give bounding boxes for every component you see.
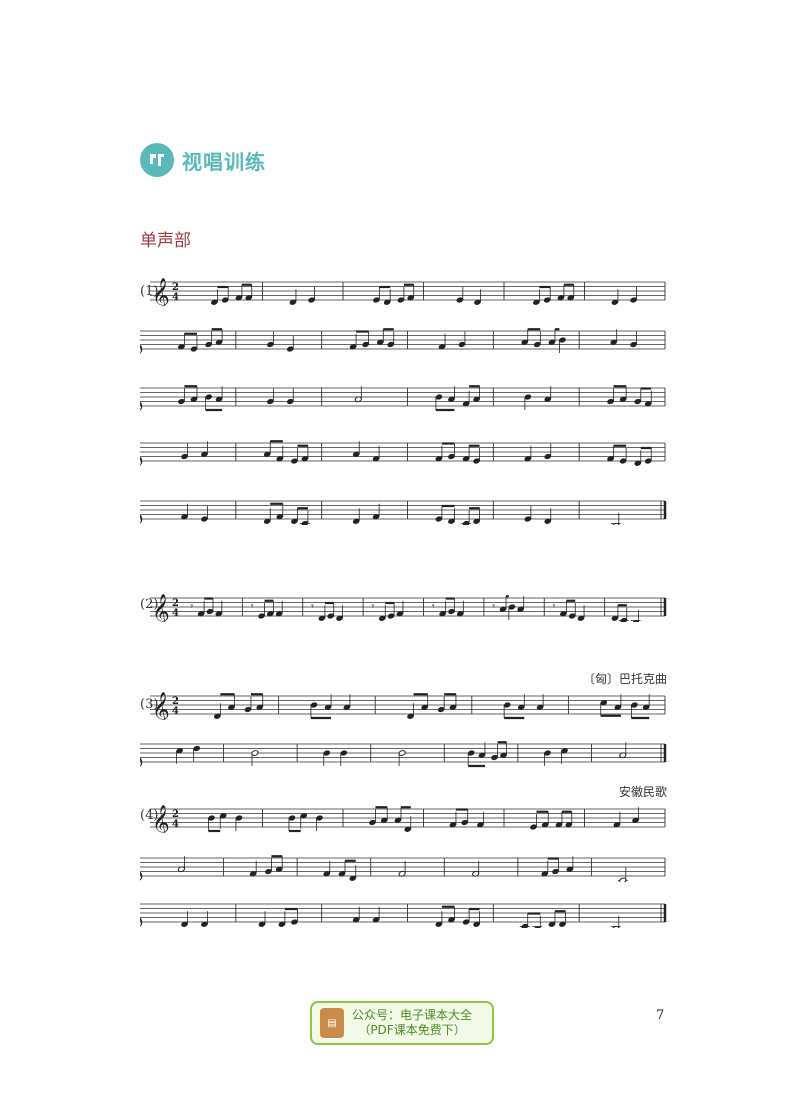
section-header: 视唱训练 bbox=[140, 142, 266, 178]
staff-9: 𝄞24 bbox=[150, 805, 666, 833]
rest-icon: 𝄾 bbox=[311, 600, 314, 613]
staff-2: 𝄞 bbox=[140, 327, 666, 355]
time-signature-bottom: 4 bbox=[172, 819, 179, 830]
time-signature-top: 2 bbox=[172, 282, 179, 293]
treble-clef-icon: 𝄞 bbox=[140, 854, 144, 882]
treble-clef-icon: 𝄞 bbox=[152, 692, 170, 720]
treble-clef-icon: 𝄞 bbox=[152, 594, 170, 622]
rest-icon: 𝄾 bbox=[432, 600, 435, 613]
page-number: 7 bbox=[656, 1008, 665, 1023]
staff-8: 𝄞 bbox=[140, 740, 667, 768]
time-signature-top: 2 bbox=[172, 696, 179, 707]
staff-4: 𝄞 bbox=[140, 439, 666, 467]
footer-text: 公众号：电子课本大全 （PDF课本免费下） bbox=[352, 1008, 472, 1038]
exercise-4-label: (4) bbox=[140, 808, 159, 823]
treble-clef-icon: 𝄞 bbox=[140, 439, 144, 467]
ear-icon bbox=[140, 143, 174, 177]
time-signature-bottom: 4 bbox=[172, 292, 179, 303]
staff-6: 𝄞24 𝄾 𝄾 𝄾 𝄾 𝄾 𝄾 𝄾 bbox=[150, 594, 667, 622]
rest-icon: 𝄾 bbox=[553, 600, 556, 613]
staff-7: 𝄞24 bbox=[150, 692, 666, 720]
rest-icon: 𝄾 bbox=[190, 600, 193, 613]
rest-icon: 𝄾 bbox=[251, 600, 254, 613]
time-signature-bottom: 4 bbox=[172, 706, 179, 717]
book-icon: ▤ bbox=[320, 1008, 344, 1038]
section-title: 视唱训练 bbox=[182, 149, 266, 174]
staff-5: 𝄞 bbox=[140, 497, 667, 525]
footer-line-2: （PDF课本免费下） bbox=[358, 1023, 466, 1037]
exercise-4-credit: 安徽民歌 bbox=[618, 785, 667, 799]
treble-clef-icon: 𝄞 bbox=[140, 900, 144, 928]
treble-clef-icon: 𝄞 bbox=[140, 384, 144, 412]
staff-3: 𝄞 bbox=[140, 384, 666, 412]
time-signature-top: 2 bbox=[172, 809, 179, 820]
subheading: 单声部 bbox=[140, 231, 191, 251]
treble-clef-icon: 𝄞 bbox=[140, 327, 144, 355]
treble-clef-icon: 𝄞 bbox=[152, 278, 170, 306]
exercise-3-credit: 〔匈〕巴托克曲 bbox=[582, 672, 667, 686]
staff-10: 𝄞 bbox=[140, 854, 666, 882]
footer-line-1: 公众号：电子课本大全 bbox=[352, 1008, 473, 1022]
treble-clef-icon: 𝄞 bbox=[140, 497, 144, 525]
treble-clef-icon: 𝄞 bbox=[152, 805, 170, 833]
exercise-2-label: (2) bbox=[140, 597, 159, 612]
rest-icon: 𝄾 bbox=[371, 600, 374, 613]
staff-1: 𝄞24 bbox=[150, 278, 666, 306]
time-signature-bottom: 4 bbox=[172, 608, 179, 619]
rest-icon: 𝄾 bbox=[492, 600, 495, 613]
time-signature-top: 2 bbox=[172, 598, 179, 609]
treble-clef-icon: 𝄞 bbox=[140, 740, 144, 768]
staff-11: 𝄞 bbox=[140, 900, 667, 928]
footer-badge[interactable]: ▤ 公众号：电子课本大全 （PDF课本免费下） bbox=[310, 1001, 494, 1045]
